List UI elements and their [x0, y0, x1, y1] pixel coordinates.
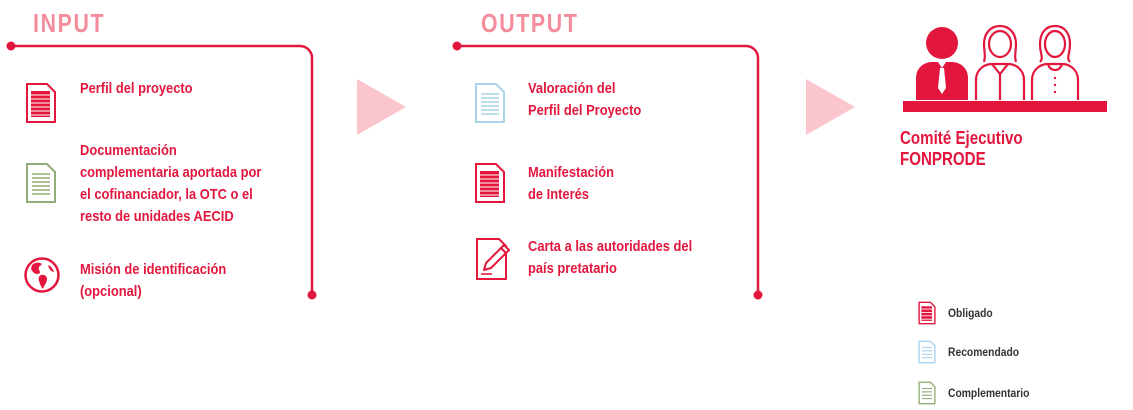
flow-arrow-1 [357, 79, 406, 135]
committee-label-line-1: Comité Ejecutivo [900, 128, 1023, 148]
legend-label-recomendado: Recomendado [948, 345, 1020, 359]
committee-label: Comité Ejecutivo FONPRODE [900, 128, 1023, 170]
input-bracket-start-dot [6, 41, 16, 51]
output-item-3: Carta a las autoridades del país pretata… [528, 236, 692, 280]
input-bracket [11, 44, 314, 295]
input-item-3-line-1: Misión de identificación [80, 261, 227, 278]
input-item-3: Misión de identificación (opcional) [80, 259, 226, 303]
input-bracket-end-dot [307, 290, 317, 300]
output-item-2-line-1: Manifestación [528, 164, 615, 181]
legend-label-obligado: Obligado [948, 306, 993, 320]
document-icon [26, 83, 56, 123]
document-icon [26, 163, 56, 203]
output-item-3-line-2: país pretatario [528, 260, 617, 277]
legend: Obligado Recomendado Complementario [918, 297, 1128, 409]
input-item-2: Documentación complementaria aportada po… [80, 140, 261, 228]
committee-people-icon [903, 24, 1107, 112]
output-item-1-line-1: Valoración del [528, 80, 616, 97]
output-item-2: Manifestación de Interés [528, 162, 614, 206]
output-item-3-line-1: Carta a las autoridades del [528, 238, 693, 255]
legend-label-complementario: Complementario [948, 386, 1030, 400]
input-item-1-line: Perfil del proyecto [80, 80, 193, 97]
flow-arrow-2 [806, 79, 855, 135]
document-icon [918, 340, 936, 364]
output-bracket-start-dot [452, 41, 462, 51]
output-item-1: Valoración del Perfil del Proyecto [528, 78, 641, 122]
input-item-2-line-3: el cofinanciador, la OTC o el [80, 186, 253, 203]
document-icon [475, 83, 505, 123]
letter-pen-icon [476, 238, 510, 280]
output-item-1-line-2: Perfil del Proyecto [528, 102, 642, 119]
output-item-2-line-2: de Interés [528, 186, 589, 203]
input-item-2-line-2: complementaria aportada por [80, 164, 262, 181]
committee-label-line-2: FONPRODE [900, 149, 986, 169]
globe-icon [24, 257, 60, 293]
output-bracket [457, 44, 760, 295]
input-title: INPUT [33, 8, 106, 38]
output-bracket-end-dot [753, 290, 763, 300]
input-item-2-line-1: Documentación [80, 142, 177, 159]
document-icon [918, 301, 936, 325]
document-icon [475, 163, 505, 203]
document-icon [918, 381, 936, 405]
input-item-1: Perfil del proyecto [80, 78, 193, 100]
input-item-2-line-4: resto de unidades AECID [80, 208, 234, 225]
output-title: OUTPUT [481, 8, 579, 38]
input-item-3-line-2: (opcional) [80, 283, 142, 300]
